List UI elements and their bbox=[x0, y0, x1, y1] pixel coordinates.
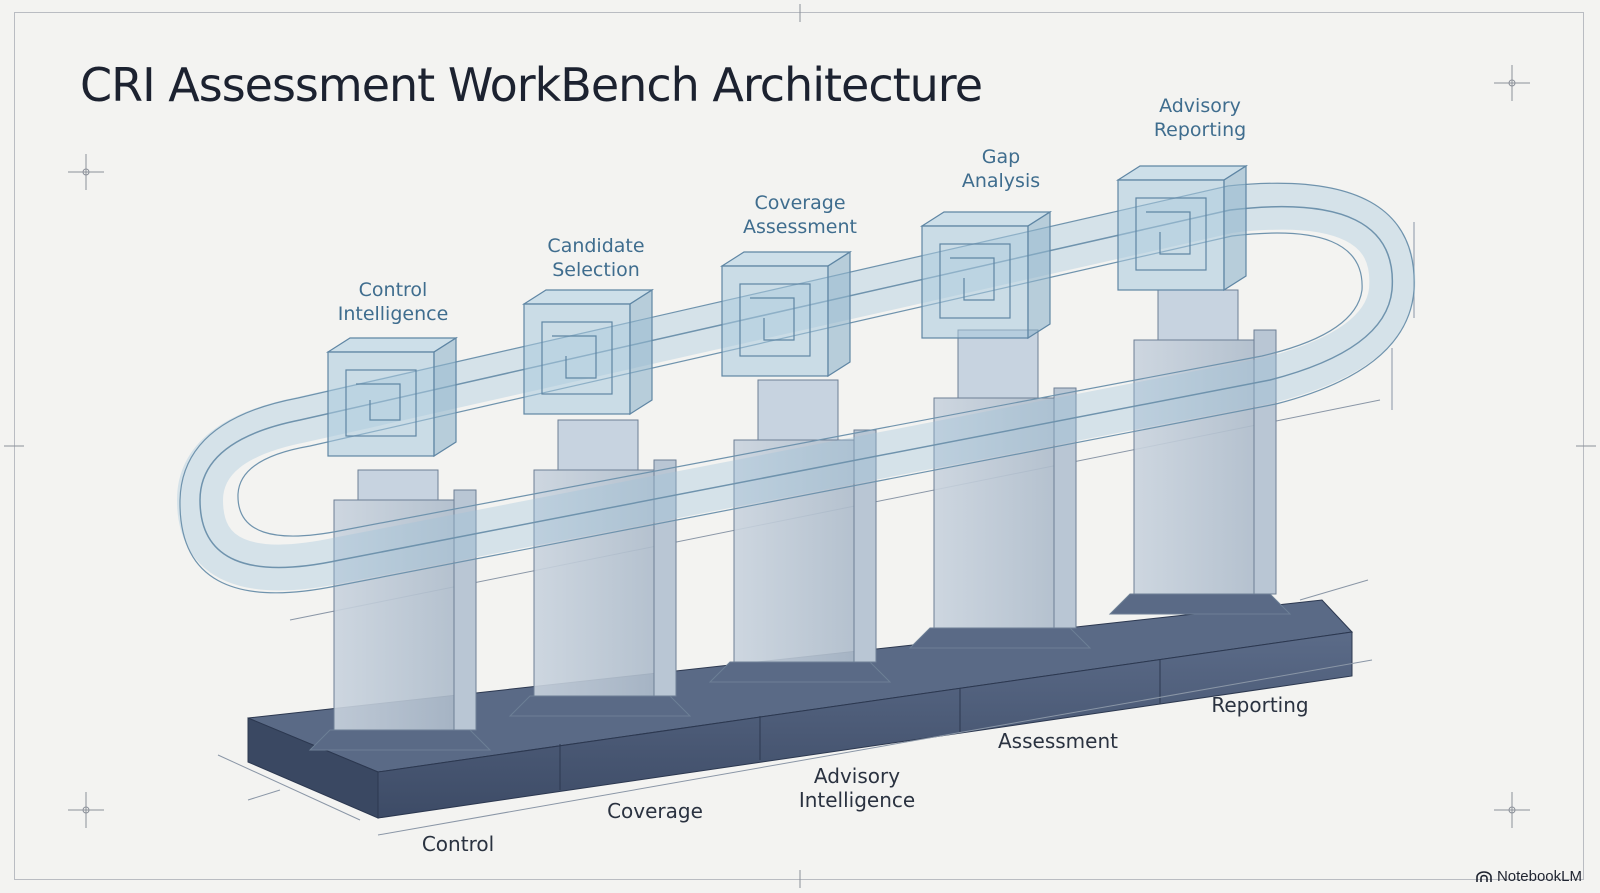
pillar-4 bbox=[908, 329, 1092, 649]
base-label-assessment: Assessment bbox=[998, 729, 1118, 753]
base-label-advisory-intelligence: Advisory Intelligence bbox=[798, 764, 916, 812]
module-label-coverage-assessment: Coverage Assessment bbox=[743, 192, 857, 238]
module-cube-4 bbox=[919, 210, 1053, 340]
base-label-control: Control bbox=[421, 832, 495, 856]
module-label-advisory-reporting: Advisory Reporting bbox=[1153, 95, 1247, 141]
module-label-control-intelligence: Control Intelligence bbox=[337, 279, 449, 325]
notebooklm-logo-icon bbox=[1476, 870, 1492, 882]
data-track-loop bbox=[177, 182, 1416, 594]
registration-marks bbox=[4, 4, 1596, 888]
brand-mark: NotebookLM bbox=[1476, 868, 1582, 885]
brand-name: NotebookLM bbox=[1496, 868, 1582, 885]
base-label-reporting: Reporting bbox=[1211, 693, 1309, 717]
pillar-3 bbox=[708, 379, 892, 683]
pillar-1 bbox=[308, 469, 492, 751]
base-label-coverage: Coverage bbox=[607, 799, 703, 823]
pillar-5 bbox=[1108, 289, 1292, 615]
module-label-candidate-selection: Candidate Selection bbox=[547, 235, 645, 281]
page-title: CRI Assessment WorkBench Architecture bbox=[80, 58, 983, 112]
module-cube-2 bbox=[521, 288, 655, 416]
pillar-2 bbox=[508, 419, 692, 717]
module-cubes bbox=[325, 164, 1249, 458]
pillars bbox=[308, 289, 1292, 751]
module-cube-1 bbox=[325, 336, 459, 458]
module-cube-3 bbox=[719, 250, 853, 378]
module-label-gap-analysis: Gap Analysis bbox=[961, 146, 1041, 192]
module-cube-5 bbox=[1115, 164, 1249, 292]
